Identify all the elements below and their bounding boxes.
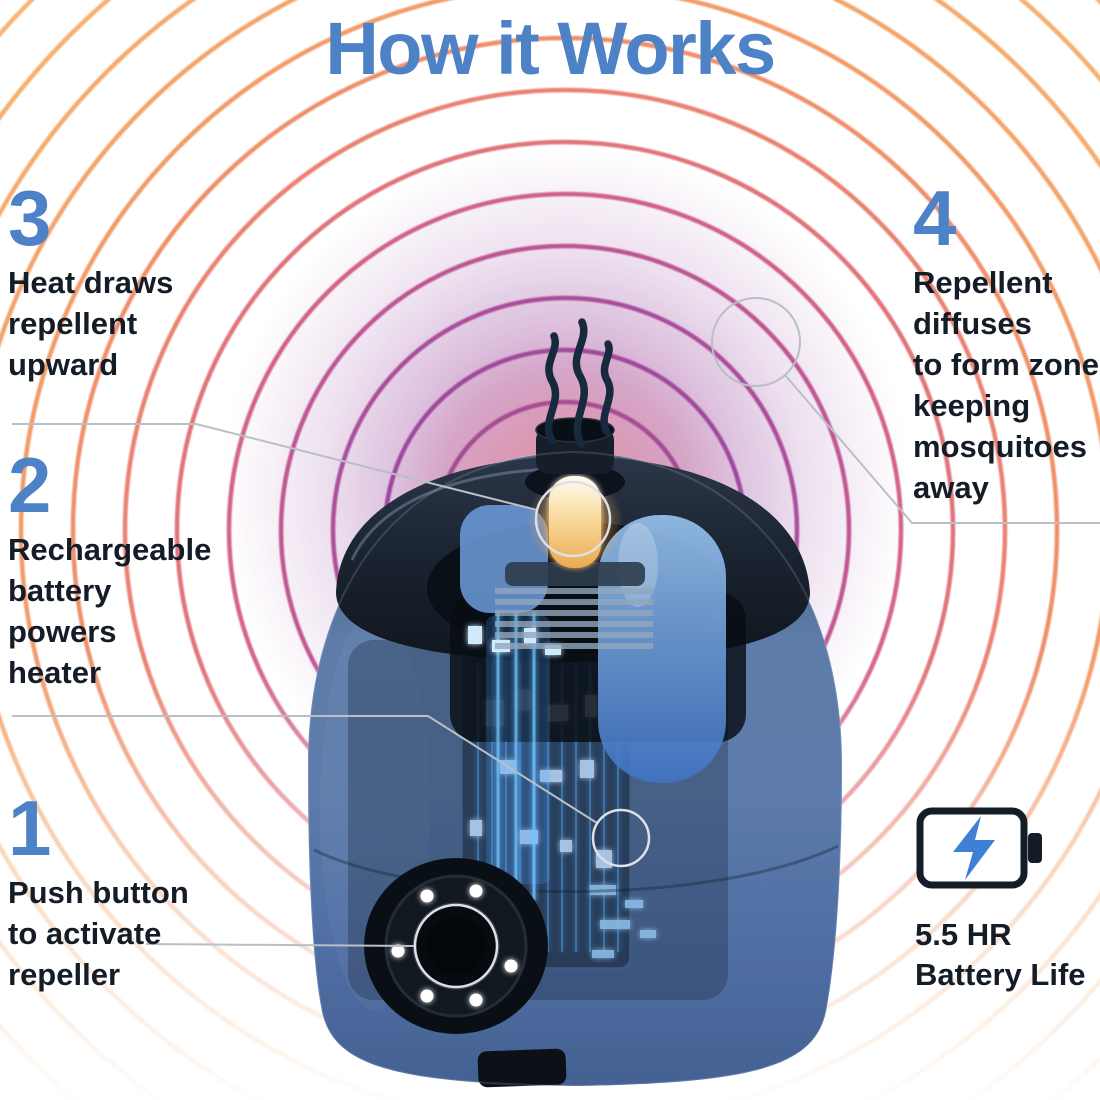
battery-life-label: 5.5 HR Battery Life xyxy=(915,917,1086,993)
callout-3-number: 3 xyxy=(8,174,52,262)
heater-element xyxy=(549,476,601,568)
callout-1-text: Push button to activate repeller xyxy=(8,875,189,993)
callout-circle-1 xyxy=(413,903,499,989)
internals xyxy=(460,417,726,900)
page-title: How it Works xyxy=(325,7,776,90)
callout-line-1 xyxy=(145,943,415,947)
callout-2: 2 Rechargeable battery powers heater xyxy=(8,441,298,694)
callout-4: 4 Repellent diffuses to form zone keepin… xyxy=(913,174,1100,509)
callout-4-number: 4 xyxy=(913,174,957,262)
callout-2-number: 2 xyxy=(8,441,52,529)
callout-3-text: Heat draws repellent upward xyxy=(8,265,174,383)
device-illustration xyxy=(306,318,844,1088)
callout-circle-4 xyxy=(711,297,801,387)
callout-circle-3 xyxy=(534,480,612,558)
callout-line-4 xyxy=(784,374,1100,524)
callout-line-2 xyxy=(12,715,598,824)
callout-3: 3 Heat draws repellent upward xyxy=(8,174,268,386)
callout-2-text: Rechargeable battery powers heater xyxy=(8,532,212,691)
battery-life-stat: 5.5 HR Battery Life xyxy=(915,802,1100,996)
callout-line-3 xyxy=(12,423,538,511)
battery-bolt-icon xyxy=(916,807,1042,889)
callout-4-text: Repellent diffuses to form zone keeping … xyxy=(913,265,1099,505)
power-button xyxy=(364,858,548,1034)
base-port xyxy=(477,1048,567,1088)
callout-circle-2 xyxy=(591,808,651,868)
callout-1: 1 Push button to activate repeller xyxy=(8,784,268,996)
callout-connectors xyxy=(12,297,1100,947)
callout-1-number: 1 xyxy=(8,784,52,872)
steam-wisps-icon xyxy=(544,318,614,448)
callout-targets xyxy=(413,480,651,989)
